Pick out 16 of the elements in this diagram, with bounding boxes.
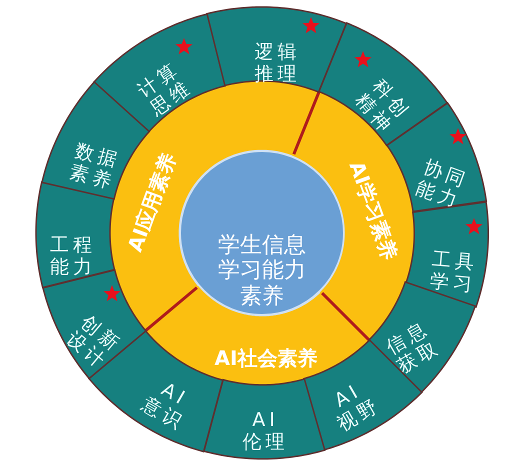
segment-label: AI视野	[330, 378, 384, 438]
segment-label: 创新设计	[61, 310, 125, 374]
segment-label: 信息获取	[381, 317, 445, 380]
segment-label: 数据素养	[66, 139, 122, 194]
segment-label: 协同能力	[412, 156, 471, 214]
segment-label: AI伦理	[242, 410, 289, 454]
segment-label: AI意识	[137, 378, 193, 436]
segment-label: 计算思维	[132, 58, 197, 122]
center-label: 学生信息学习能力素养	[217, 233, 307, 309]
segment-label: 逻辑推理	[253, 42, 300, 86]
sector-label: AI学习素养	[344, 156, 404, 265]
sector-label: AI应用素养	[121, 148, 182, 256]
segment-label: 科创精神	[350, 74, 414, 139]
segment-label: 工程能力	[49, 234, 96, 278]
sector-label: AI社会素养	[213, 346, 318, 370]
segment-label: 工具学习	[428, 249, 479, 298]
